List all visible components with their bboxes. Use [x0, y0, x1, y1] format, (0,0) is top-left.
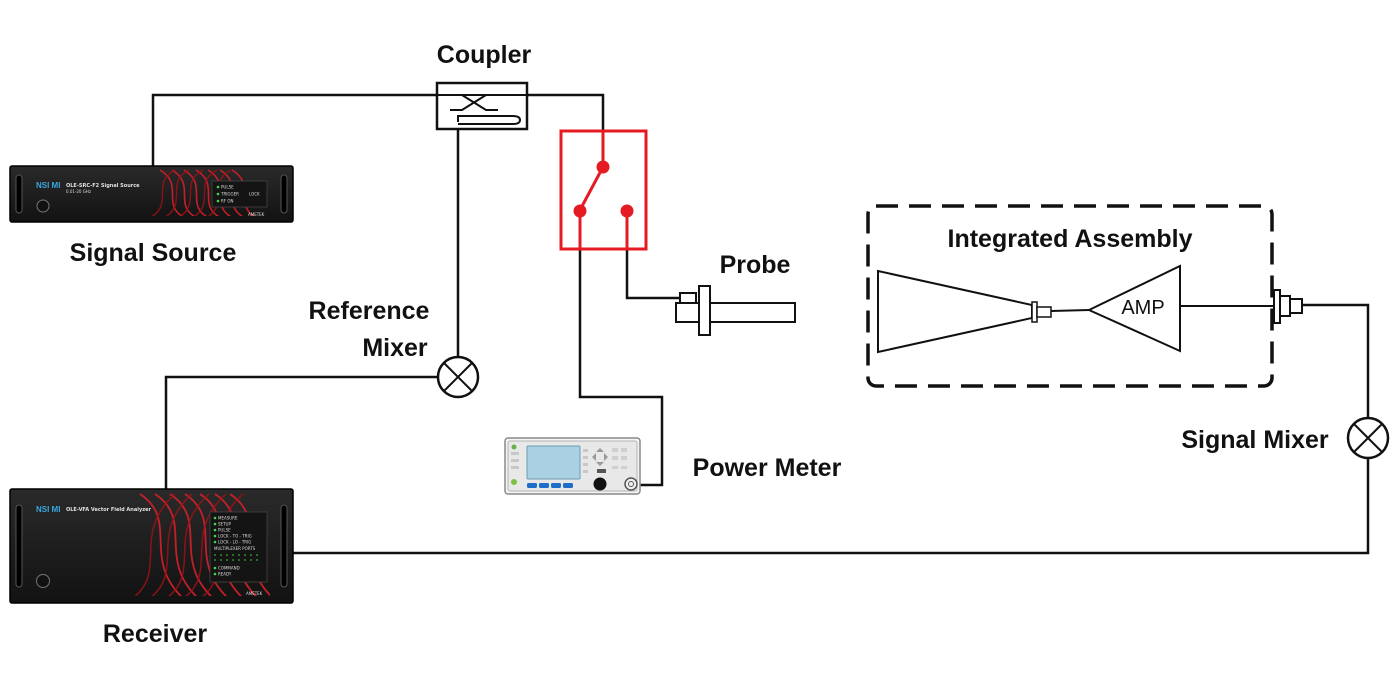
power-meter-softkey[interactable]	[527, 483, 537, 488]
signal-source-lock: LOCK	[249, 192, 260, 197]
probe-body-rear	[675, 302, 700, 323]
power-meter-status-led	[511, 479, 517, 485]
power-meter-screen	[526, 445, 581, 480]
receiver-indicator: MEASURE	[218, 516, 238, 521]
receiver-unit[interactable]: NSI MI OLE-VFA Vector Field Analyzer MEA…	[9, 488, 294, 604]
rf-switch-contact-right	[620, 204, 634, 218]
amplifier	[1086, 264, 1181, 353]
amplifier-label: AMP	[1121, 297, 1164, 319]
integrated-assembly-boundary	[866, 204, 1274, 388]
probe-connector	[679, 292, 697, 304]
receiver-model: OLE-VFA Vector Field Analyzer	[66, 507, 152, 513]
signal-source-brand: AMETEK	[248, 212, 265, 217]
signal-source-unit[interactable]: NSI MI OLE-SRC-F2 Signal Source 0.01-20 …	[9, 165, 294, 223]
receiver-indicator: PULSE	[218, 528, 231, 533]
signal-source-handle-left	[15, 174, 23, 214]
wire-switch-to-power-meter	[578, 249, 664, 487]
horn-antenna	[877, 269, 1033, 354]
power-meter-label: Power Meter	[693, 454, 842, 482]
receiver-power-button[interactable]	[36, 574, 50, 588]
integrated-assembly-label: Integrated Assembly	[948, 225, 1193, 253]
power-meter-softkey[interactable]	[551, 483, 561, 488]
coupler[interactable]	[435, 81, 529, 131]
coupler-label: Coupler	[437, 41, 532, 69]
signal-source-logo: NSI MI	[36, 181, 60, 190]
power-meter-sensor-port	[624, 477, 638, 491]
wire-coupler-to-switch	[527, 93, 605, 132]
integrated-assembly[interactable]	[866, 204, 1303, 388]
wire-reference-mixer-to-receiver	[164, 375, 438, 489]
assembly-output-connector-tip	[1289, 298, 1303, 314]
rf-switch[interactable]	[559, 129, 648, 251]
rf-switch-contact-left	[573, 204, 587, 218]
signal-source-power-button[interactable]	[36, 199, 50, 213]
power-meter-softkey[interactable]	[563, 483, 573, 488]
power-meter-softkey[interactable]	[539, 483, 549, 488]
power-meter[interactable]	[504, 437, 641, 495]
wire-signal-mixer-to-receiver	[293, 458, 1370, 555]
signal-source-range: 0.01-20 GHz	[66, 189, 91, 194]
probe-flange	[698, 285, 711, 336]
power-meter-arrow-keys[interactable]	[592, 448, 608, 466]
horn-antenna-connector-nut	[1036, 306, 1052, 318]
signal-source-indicator: PULSE	[221, 185, 234, 190]
coupler-loop	[457, 115, 522, 125]
receiver-indicator: LOCK - TO - TRIG	[218, 534, 252, 539]
signal-source-handle-right	[280, 174, 288, 214]
receiver-indicator: LOCK - LO - TRIG	[218, 540, 251, 545]
signal-mixer-label: Signal Mixer	[1181, 426, 1329, 454]
probe[interactable]	[675, 285, 796, 336]
receiver-handle-left	[15, 504, 23, 588]
probe-label: Probe	[720, 251, 791, 279]
signal-source-indicator: RF ON	[221, 199, 234, 204]
rf-switch-arm	[578, 166, 605, 211]
signal-source-label: Signal Source	[70, 239, 237, 267]
receiver-status: COMMAND	[218, 566, 240, 571]
reference-mixer-label-line1: Reference	[309, 297, 430, 325]
receiver-indicator-panel	[209, 511, 268, 583]
wire-antenna-to-amp	[1050, 309, 1090, 312]
rf-switch-common-contact	[596, 160, 610, 174]
wire-switch-to-probe	[625, 249, 680, 300]
wire-assembly-to-signal-mixer	[1302, 303, 1370, 418]
receiver-indicator: SETUP	[218, 522, 231, 527]
receiver-logo: NSI MI	[36, 505, 60, 514]
wires	[151, 93, 1370, 555]
signal-source-indicator: TRIGGER	[220, 192, 239, 197]
assembly-output-connector-nut	[1279, 295, 1291, 317]
receiver-handle-right	[280, 504, 288, 588]
receiver-brand: AMETEK	[246, 591, 263, 596]
reference-mixer-label-line2: Mixer	[362, 334, 428, 362]
receiver-port-leds	[214, 554, 258, 561]
power-meter-power-led	[511, 444, 517, 450]
power-meter-knob[interactable]	[593, 477, 607, 491]
receiver-status: READY	[218, 572, 232, 577]
wire-source-to-coupler	[151, 93, 437, 166]
reference-mixer[interactable]	[436, 355, 480, 399]
signal-mixer-cross-icon	[1353, 423, 1383, 453]
signal-source-model: OLE-SRC-F2 Signal Source	[66, 183, 140, 189]
coupler-body	[435, 81, 529, 131]
receiver-ports-label: MULTIPLEXER PORTS	[214, 546, 256, 551]
reference-mixer-cross-icon	[443, 362, 473, 392]
probe-waveguide	[709, 302, 796, 323]
signal-source-indicator-panel	[211, 180, 268, 208]
coupler-cross-icon	[450, 94, 498, 111]
signal-mixer[interactable]	[1346, 416, 1390, 460]
receiver-label: Receiver	[103, 620, 208, 648]
